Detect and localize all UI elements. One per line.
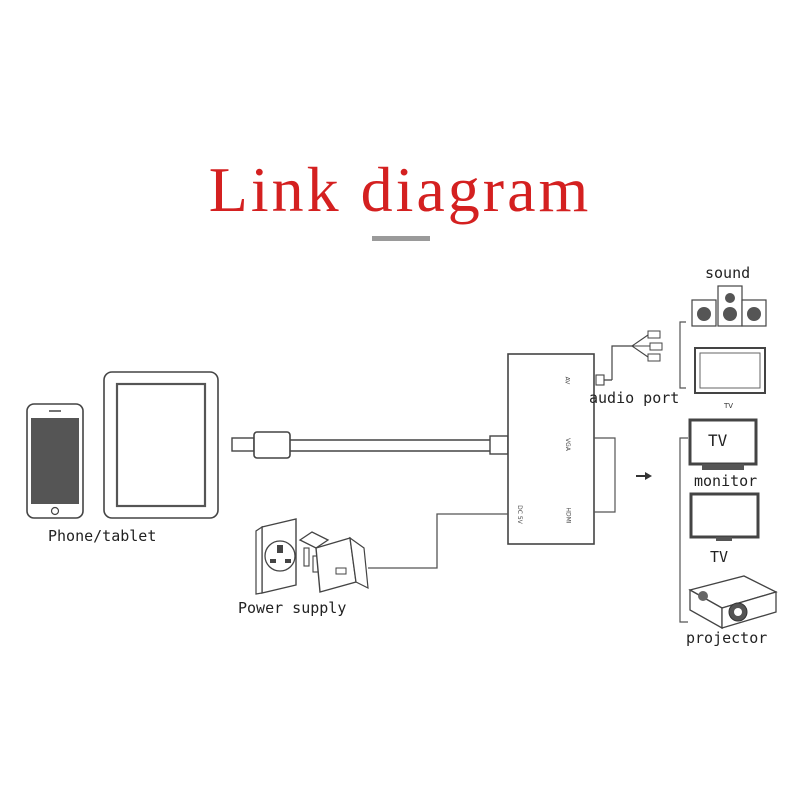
audio-output-bracket bbox=[679, 321, 686, 389]
tablet-icon bbox=[103, 371, 219, 519]
projector-icon bbox=[688, 575, 778, 630]
audio-port-label: audio port bbox=[589, 389, 680, 407]
sound-label: sound bbox=[705, 264, 751, 282]
port-dc-label: DC 5V bbox=[515, 505, 523, 524]
video-output-bracket bbox=[679, 437, 688, 623]
tv-label: TV bbox=[710, 548, 729, 566]
tv-icon bbox=[689, 492, 760, 541]
power-adapter-icon bbox=[298, 531, 369, 593]
rca-cable-icon bbox=[595, 330, 663, 386]
port-av-label: AV bbox=[563, 376, 571, 385]
power-cable-line bbox=[368, 513, 508, 569]
port-hdmi-label: HDMI bbox=[564, 507, 572, 524]
video-cable-line bbox=[594, 437, 616, 513]
tv-small-label: TV bbox=[724, 402, 734, 410]
adapter-hub-icon bbox=[507, 353, 595, 545]
projector-label: projector bbox=[686, 629, 768, 647]
diagram-title: Link diagram bbox=[208, 154, 592, 225]
phone-icon bbox=[26, 403, 84, 519]
tv-icon-small bbox=[694, 347, 766, 394]
title-underline bbox=[372, 236, 430, 241]
speakers-icon bbox=[691, 285, 767, 327]
uk-wall-socket-icon bbox=[255, 518, 297, 595]
lightning-connector-icon bbox=[231, 431, 509, 459]
phone-tablet-label: Phone/tablet bbox=[48, 527, 157, 545]
monitor-icon bbox=[688, 418, 758, 470]
monitor-label: monitor bbox=[694, 472, 758, 490]
power-supply-label: Power supply bbox=[238, 599, 347, 617]
arrow-right-icon bbox=[636, 472, 652, 480]
port-vga-label: VGA bbox=[563, 438, 571, 451]
monitor-screen-text: TV bbox=[708, 431, 728, 450]
